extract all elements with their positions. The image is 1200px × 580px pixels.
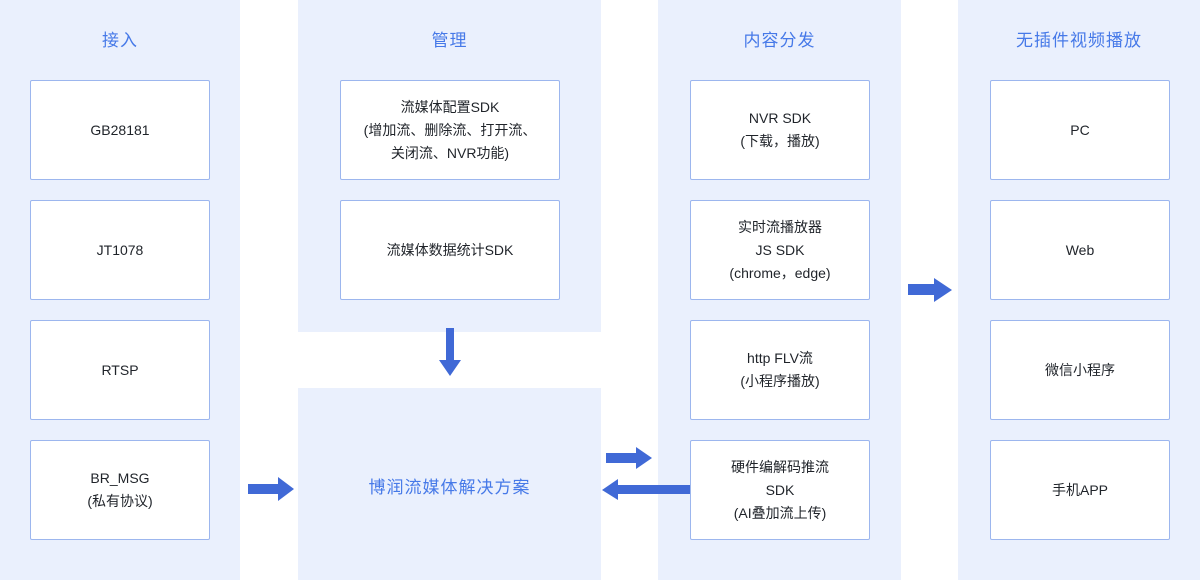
node-mobile-app-label: 手机APP: [1051, 481, 1108, 498]
node-wechat-miniprogram-label: 微信小程序: [1045, 361, 1115, 378]
node-rtsp[interactable]: RTSP: [30, 320, 210, 420]
arrow-content-to-solution: [600, 479, 690, 501]
node-stream-config-sdk[interactable]: 流媒体配置SDK (增加流、删除流、打开流、 关闭流、NVR功能): [340, 80, 560, 180]
node-jt1078[interactable]: JT1078: [30, 200, 210, 300]
column-title-manage: 管理: [431, 31, 468, 50]
node-wechat-miniprogram[interactable]: 微信小程序: [990, 320, 1170, 420]
node-realtime-js-sdk[interactable]: 实时流播放器 JS SDK (chrome，edge): [690, 200, 870, 300]
node-gb28181[interactable]: GB28181: [30, 80, 210, 180]
column-title-access: 接入: [102, 31, 138, 50]
node-jt1078-label: JT1078: [96, 241, 144, 258]
node-stream-config-sdk-label: 流媒体配置SDK (增加流、删除流、打开流、 关闭流、NVR功能): [363, 98, 537, 161]
node-stream-stats-sdk-label: 流媒体数据统计SDK: [386, 241, 514, 258]
column-title-play: 无插件视频播放: [1016, 31, 1142, 50]
node-web[interactable]: Web: [990, 200, 1170, 300]
solution-title: 博润流媒体解决方案: [368, 478, 531, 497]
node-realtime-js-sdk-label: 实时流播放器 JS SDK (chrome，edge): [729, 218, 831, 281]
arrow-access-to-solution: [248, 474, 298, 504]
node-pc[interactable]: PC: [990, 80, 1170, 180]
node-nvr-sdk[interactable]: NVR SDK (下载，播放): [690, 80, 870, 180]
node-web-label: Web: [1065, 241, 1095, 258]
column-title-content: 内容分发: [743, 31, 816, 50]
node-http-flv-label: http FLV流 (小程序播放): [740, 350, 820, 389]
node-gb28181-label: GB28181: [90, 121, 150, 138]
node-hardware-codec-sdk-label: 硬件编解码推流 SDK (AI叠加流上传): [731, 458, 829, 521]
node-hardware-codec-sdk[interactable]: 硬件编解码推流 SDK (AI叠加流上传): [690, 440, 870, 540]
column-band-solution: [298, 388, 601, 580]
node-nvr-sdk-label: NVR SDK (下载，播放): [740, 110, 820, 149]
arrow-solution-to-content: [606, 446, 656, 470]
arrow-content-to-playback: [908, 276, 954, 304]
node-http-flv[interactable]: http FLV流 (小程序播放): [690, 320, 870, 420]
node-rtsp-label: RTSP: [101, 361, 139, 378]
node-mobile-app[interactable]: 手机APP: [990, 440, 1170, 540]
node-br-msg-label: BR_MSG (私有协议): [87, 470, 153, 509]
node-br-msg[interactable]: BR_MSG (私有协议): [30, 440, 210, 540]
node-stream-stats-sdk[interactable]: 流媒体数据统计SDK: [340, 200, 560, 300]
arrow-manage-to-solution: [435, 328, 465, 380]
node-pc-label: PC: [1070, 121, 1090, 138]
